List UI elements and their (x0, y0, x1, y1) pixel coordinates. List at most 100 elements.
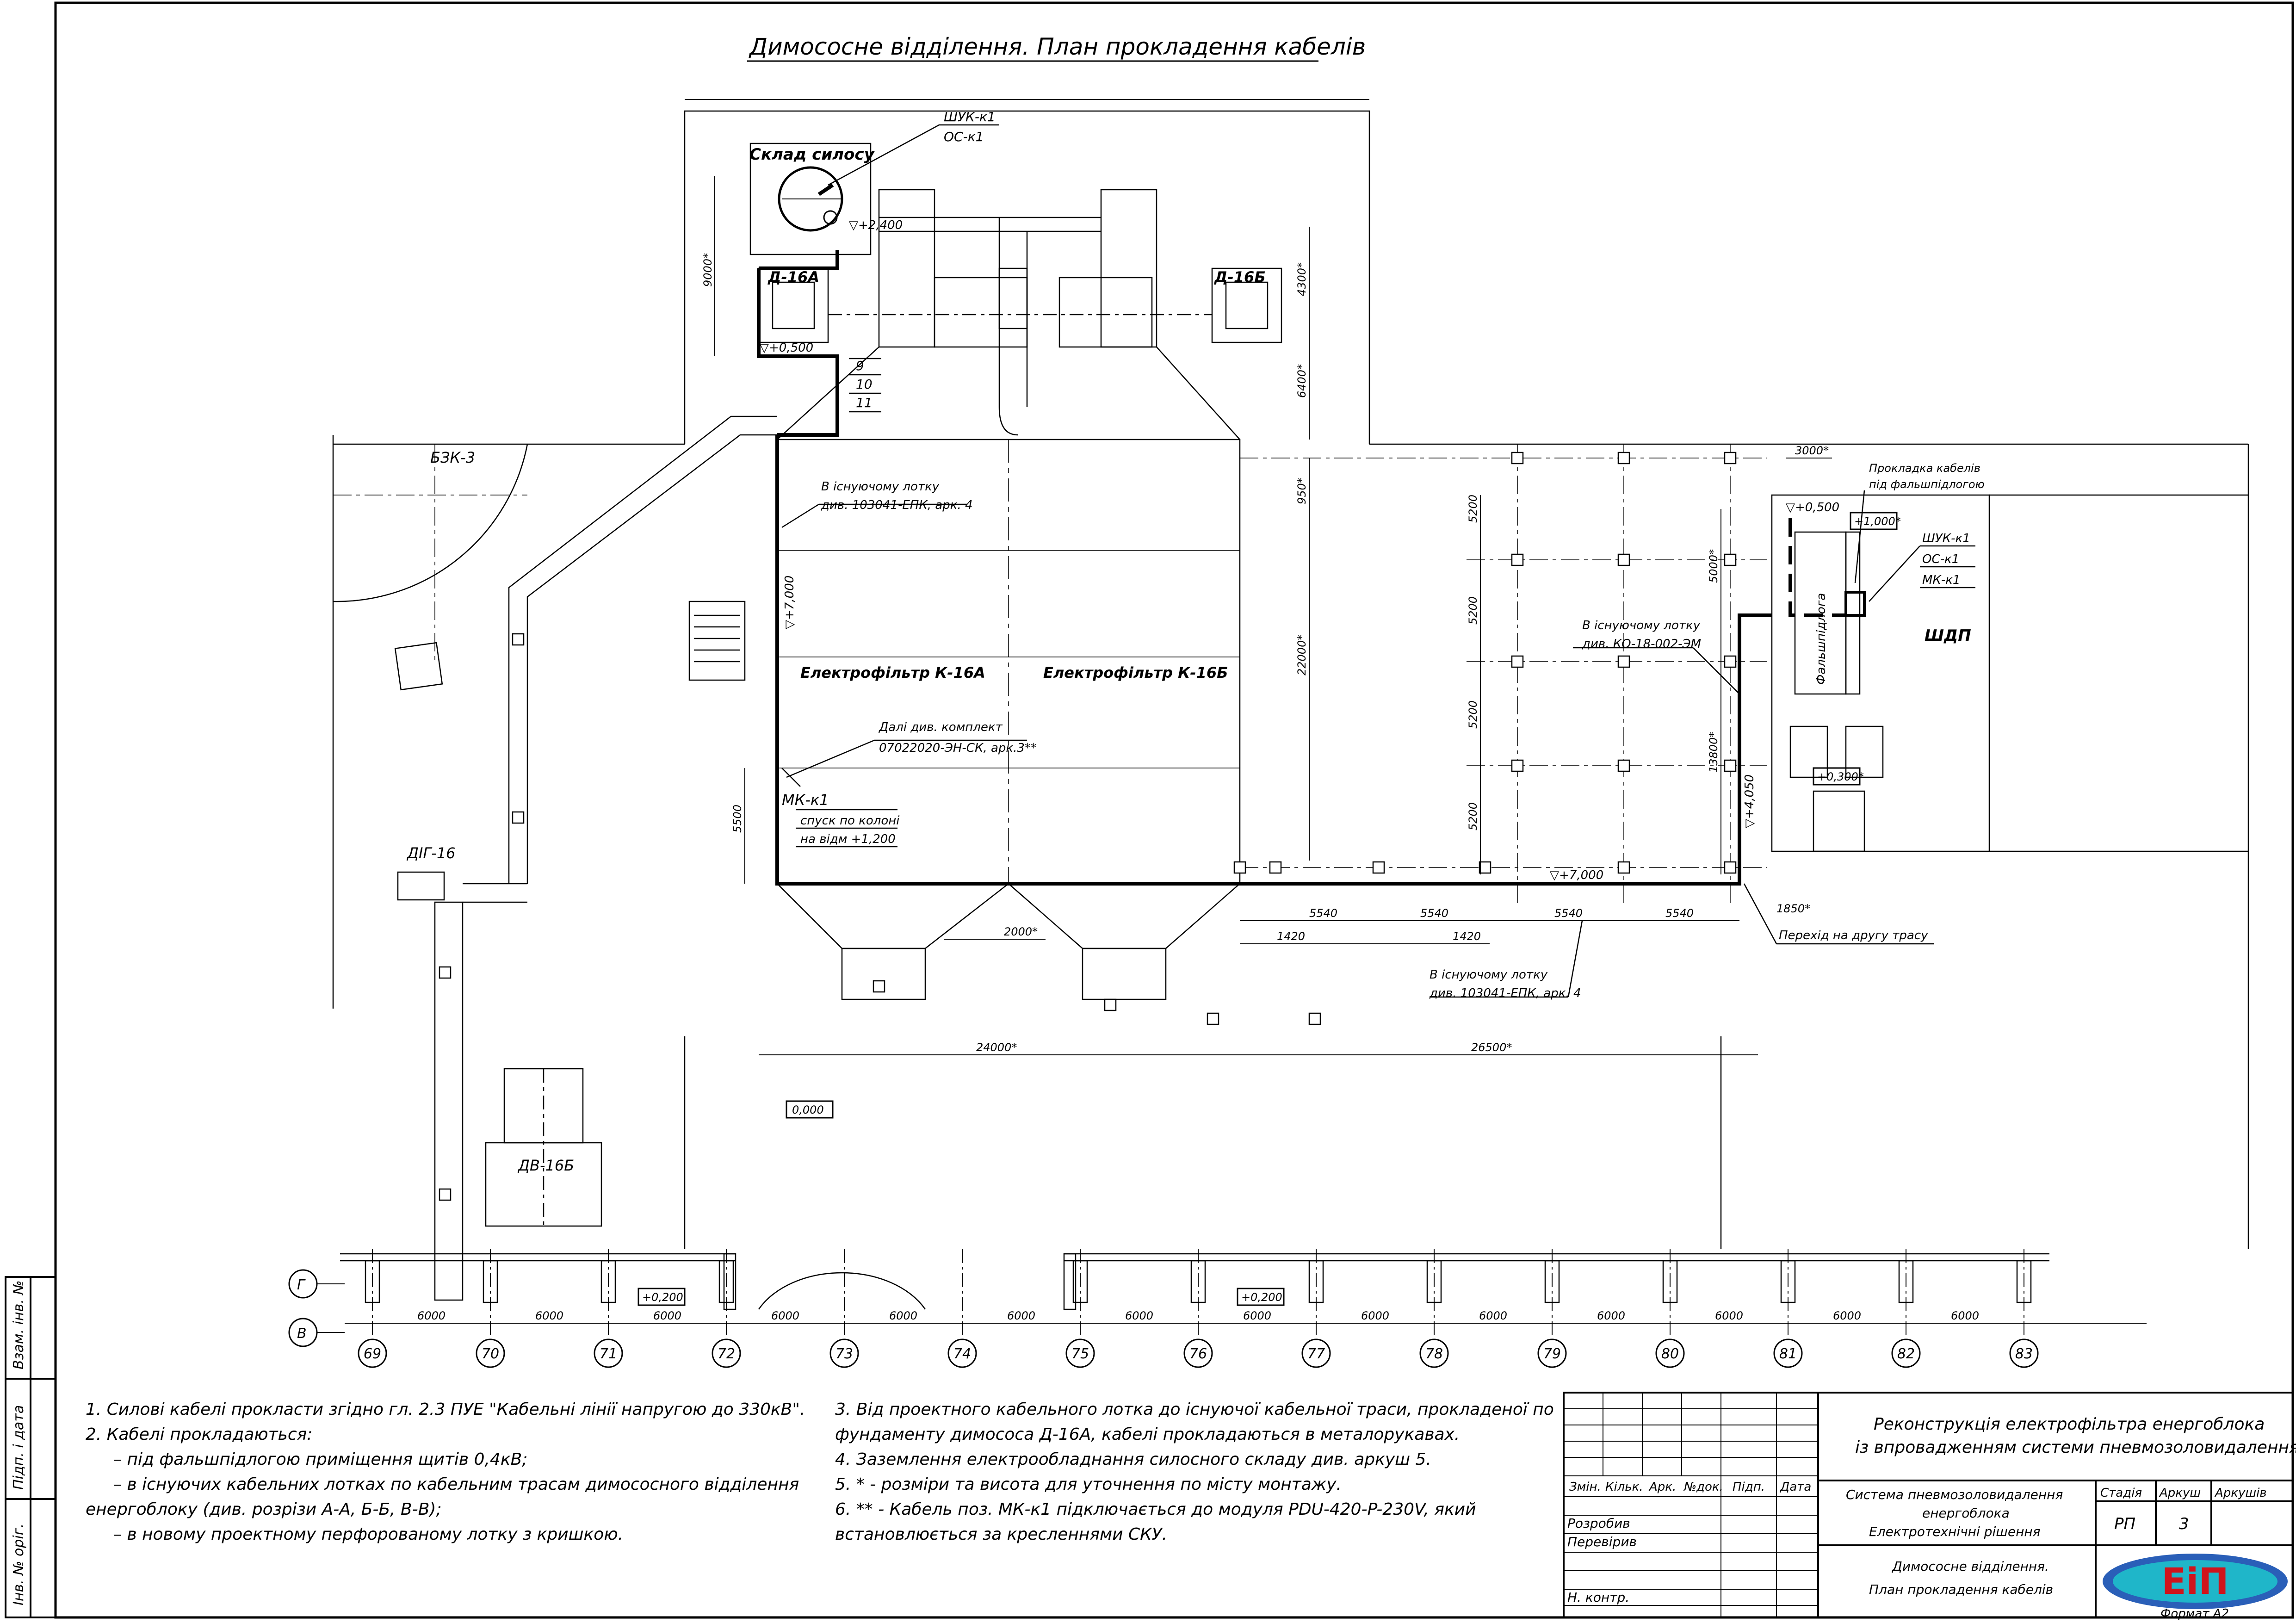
row-axis-v-label: В (297, 1326, 307, 1342)
control-room (1771, 494, 2248, 852)
axis-bubble-71 (594, 1338, 623, 1368)
tb-sheet-label: Аркуш (2159, 1486, 2201, 1500)
note-2a: – під фальшпідлогою приміщення щитів 0,4… (113, 1450, 528, 1469)
dim-24000: 24000* (976, 1041, 1017, 1054)
dig-label: ДІГ-16 (406, 844, 456, 862)
tb-sheets-label: Аркушів (2214, 1486, 2267, 1500)
level-050-fan: ▽+0,500 (760, 341, 813, 355)
dim-5540-c: 5540 (1554, 907, 1583, 920)
note-5: 5. * - розміри та висота для уточнення п… (835, 1475, 1342, 1494)
note-6: 6. ** - Кабель поз. МК-к1 підключається … (835, 1500, 1476, 1519)
tb-col-6: Дата (1780, 1480, 1811, 1494)
tray-c-2: див. 103041-ЕПК, арк. 4 (1429, 986, 1581, 1000)
fan-group (758, 189, 1282, 436)
axis-spacing-label: 6000 (535, 1309, 563, 1322)
tb-sheet-1: Димососне відділення. (1891, 1559, 2049, 1574)
dashed-cable-b (1789, 518, 1846, 617)
foundation-strip (340, 1253, 2049, 1310)
tb-format: Формат А2 (2160, 1607, 2229, 1621)
axis-bubble-81 (1773, 1338, 1803, 1368)
level-030-box (1813, 767, 1861, 786)
mk-desc-2: на відм +1,200 (800, 832, 896, 846)
level-030: +0,300* (1817, 770, 1864, 783)
shdp-label: ШДП (1925, 626, 1971, 645)
title-block (1563, 1392, 2294, 1618)
note-2c: – в новому проектному перфорованому лотк… (113, 1525, 624, 1544)
axis-label-76: 76 (1189, 1346, 1207, 1362)
axis-bubble-80 (1655, 1338, 1685, 1368)
bzk-outline (333, 444, 528, 602)
tb-sys-1: Система пневмозоловидалення (1846, 1487, 2063, 1502)
stamp-label-3: Інв. № оріг. (11, 1524, 27, 1605)
silo-store-label: Склад силосу (749, 145, 875, 164)
axis-label-73: 73 (835, 1346, 853, 1362)
axis-label-79: 79 (1543, 1346, 1561, 1362)
dim-26500: 26500* (1471, 1041, 1512, 1054)
axis-label-78: 78 (1425, 1346, 1443, 1362)
tb-sys-2: енергоблока (1922, 1505, 2010, 1521)
note-2b: – в існуючих кабельних лотках по кабельн… (113, 1475, 799, 1494)
axis-bubble-77 (1301, 1338, 1331, 1368)
filter-a-label: Електрофільтр К-16А (800, 664, 985, 681)
dim-5200-c: 5200 (1467, 700, 1479, 729)
note-2b-cont: енергоблоку (див. розрізи А-А, Б-Б, В-В)… (86, 1500, 442, 1519)
notes-right: 3. Від проектного кабельного лотка до іс… (835, 1397, 1554, 1547)
tb-role-1: Розробив (1567, 1516, 1630, 1531)
axis-label-70: 70 (482, 1346, 499, 1362)
silo-tag-1: ШУК-к1 (944, 109, 996, 124)
axis-bubble-69 (358, 1338, 387, 1368)
route-9: 9 (856, 358, 864, 373)
tb-sys-3: Електротехнічні рішення (1869, 1524, 2041, 1539)
panel-tag-2: ОС-к1 (1922, 552, 1959, 566)
dim-1420-a: 1420 (1277, 930, 1305, 943)
tray-b-2: див. КО-18-002-ЭМ (1582, 637, 1701, 651)
axis-label-83: 83 (2015, 1346, 2033, 1362)
axis-bubble-83 (2009, 1338, 2039, 1368)
level-020-b: +0,200 (1241, 1291, 1282, 1304)
dim-5540-b: 5540 (1420, 907, 1448, 920)
note-4: 4. Заземлення електрообладнання силосног… (835, 1450, 1431, 1469)
tb-project-2: із впровадженням системи пневмозоловидал… (1855, 1438, 2296, 1457)
sheet-border (54, 1, 2294, 1619)
filter-b-label: Електрофільтр К-16Б (1043, 664, 1228, 681)
tb-col-3: Арк. (1648, 1480, 1676, 1494)
drawing-title: Димососне відділення. План прокладення к… (749, 33, 1366, 60)
tray-a-2: див. 103041-ЕПК, арк. 4 (821, 498, 973, 512)
silo-tag-2: ОС-к1 (944, 129, 984, 144)
note-3-cont: фундаменту димососа Д-16А, кабелі прокла… (835, 1425, 1460, 1444)
dim-5200-a: 5200 (1467, 495, 1479, 523)
tb-col-2: Кільк. (1605, 1480, 1643, 1494)
dim-5500: 5500 (731, 805, 744, 833)
axis-spacing-label: 6000 (1597, 1309, 1625, 1322)
axis-bubble-72 (712, 1338, 741, 1368)
level-700-b: ▽+7,000 (1550, 868, 1603, 882)
column-grid (1240, 444, 1767, 907)
false-floor-label: Фальшпідлога (1814, 593, 1828, 685)
level-020-box-a (637, 1288, 686, 1306)
dv-label: ДВ-16Б (517, 1157, 574, 1174)
silo-leader (828, 124, 999, 186)
axis-bubble-82 (1891, 1338, 1921, 1368)
side-stamp (5, 1276, 56, 1618)
axis-spacing-label: 6000 (1715, 1309, 1743, 1322)
tb-col-1: Змін. (1569, 1480, 1601, 1494)
tb-sheet-2: План прокладення кабелів (1869, 1582, 2053, 1597)
tb-role-2: Перевірив (1567, 1534, 1637, 1549)
note-6-cont: встановлюється за кресленнями СКУ. (835, 1525, 1168, 1544)
mk-desc-1: спуск по колоні (800, 814, 900, 828)
dig-equipment (397, 871, 602, 1301)
axis-spacing-label: 6000 (417, 1309, 446, 1322)
title-block-grid (1564, 1393, 1818, 1617)
tb-stage-label: Стадія (2100, 1486, 2142, 1500)
further-1: Далі див. комплект (879, 720, 1003, 734)
axis-label-75: 75 (1071, 1346, 1089, 1362)
axis-spacing-label: 6000 (771, 1309, 799, 1322)
tb-col-4: №док. (1683, 1480, 1723, 1494)
fan-a-label: Д-16А (767, 268, 819, 286)
level-700-filter: ▽+7,000 (783, 576, 797, 629)
axis-spacing-label: 6000 (889, 1309, 917, 1322)
route-10: 10 (856, 377, 873, 392)
dim-3000: 3000* (1795, 444, 1829, 457)
false-floor-2: під фальшпідлогою (1869, 478, 1985, 491)
